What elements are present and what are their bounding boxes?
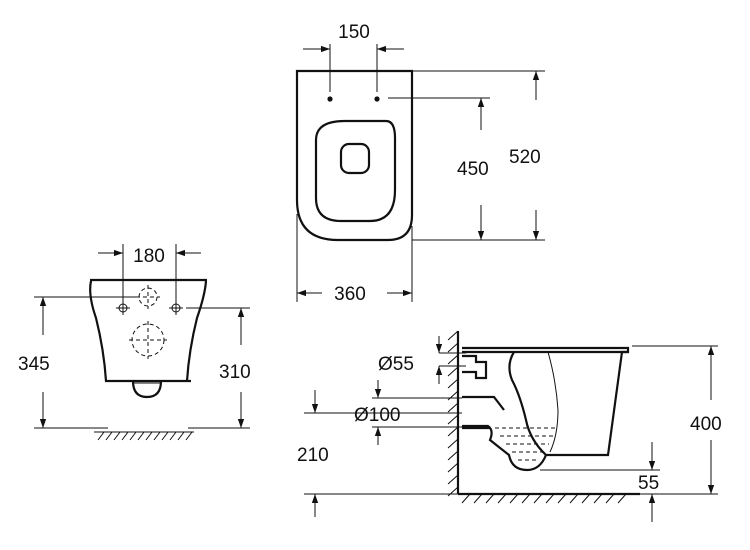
side-view-inlet (462, 354, 488, 380)
front-view-bolt-left (116, 301, 130, 315)
dim-520-label: 520 (509, 147, 541, 168)
top-view-bowl-inner (314, 119, 397, 223)
top-view-flush-hole (339, 142, 371, 175)
dim-180-label: 180 (133, 246, 165, 267)
side-view-floor (458, 492, 640, 504)
front-view-outlet (131, 380, 163, 399)
front-view: 180 345 310 (18, 244, 251, 441)
top-view: 150 520 450 360 (295, 22, 545, 305)
dim-450-label: 450 (457, 159, 489, 180)
side-view-bowl-outline (462, 346, 630, 472)
top-view-mounting-hole-left (327, 96, 333, 102)
dim-310-label: 310 (219, 362, 251, 383)
front-view-outline (89, 278, 208, 383)
top-view-bowl-outline (295, 69, 414, 242)
side-view-outlet (462, 395, 505, 430)
dim-d100-label: Ø100 (354, 405, 400, 426)
dim-360-label: 360 (334, 284, 366, 305)
dim-400-label: 400 (690, 414, 722, 435)
top-view-mounting-hole-right (374, 96, 380, 102)
dim-150-label: 150 (338, 22, 370, 43)
dim-55-label: 55 (638, 473, 659, 494)
front-view-bolt-right (169, 301, 183, 315)
front-view-inlet-circle (138, 287, 158, 307)
dim-210-label: 210 (297, 445, 329, 466)
front-view-floor-hatch (94, 431, 194, 441)
dim-d55-label: Ø55 (378, 354, 414, 375)
side-view: Ø55 Ø100 210 400 55 (297, 330, 722, 522)
dim-345-label: 345 (18, 354, 50, 375)
